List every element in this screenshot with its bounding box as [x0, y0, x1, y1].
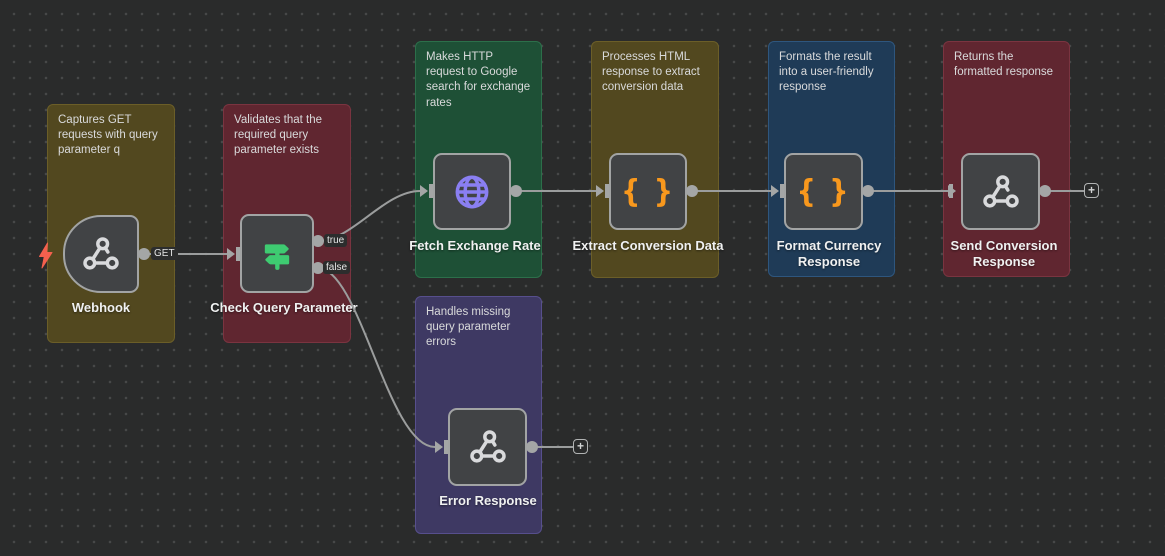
connection-label-get: GET	[151, 247, 178, 260]
output-dot-error[interactable]	[526, 441, 538, 453]
group-webhook[interactable]: Captures GET requests with query paramet…	[47, 104, 175, 343]
connection-label-true: true	[324, 234, 348, 247]
node-title-extract-conversion-data: Extract Conversion Data	[572, 238, 724, 253]
node-extract-conversion-data[interactable]: { }	[609, 153, 687, 230]
group-check-description: Validates that the required query parame…	[234, 114, 323, 157]
node-title-error-response: Error Response	[439, 493, 537, 508]
output-dot-check-true[interactable]	[312, 235, 324, 247]
node-send-conversion-response[interactable]	[961, 153, 1040, 230]
trigger-bolt-icon	[39, 242, 53, 269]
node-title-webhook: Webhook	[71, 300, 131, 315]
webhook-icon	[469, 430, 506, 463]
node-title-check-query-parameter: Check Query Parameter	[210, 300, 358, 315]
node-title-format-currency-response: Format Currency Response	[776, 238, 882, 270]
node-error-response[interactable]	[448, 408, 527, 486]
connection-label-false: false	[323, 261, 351, 274]
group-send-description: Returns the formatted response	[954, 51, 1054, 79]
connection-check-false-to-error[interactable]	[317, 267, 436, 448]
add-node-button-send[interactable]: +	[1084, 183, 1099, 198]
output-dot-format[interactable]	[862, 185, 874, 197]
output-dot-check-false[interactable]	[312, 262, 324, 274]
output-dot-fetch[interactable]	[510, 185, 522, 197]
group-error-description: Handles missing query parameter errors	[426, 306, 511, 349]
group-fetch-description: Makes HTTP request to Google search for …	[426, 51, 531, 109]
output-dot-webhook[interactable]	[138, 248, 150, 260]
input-arrow-error	[435, 440, 448, 454]
node-fetch-exchange-rate[interactable]	[433, 153, 511, 230]
output-dot-extract[interactable]	[686, 185, 698, 197]
webhook-icon	[83, 237, 119, 270]
braces-icon: { }	[796, 173, 851, 210]
group-format-description: Formats the result into a user-friendly …	[779, 51, 874, 94]
webhook-icon	[982, 174, 1019, 208]
globe-icon	[455, 175, 489, 208]
node-title-send-conversion-response: Send Conversion Response	[950, 238, 1058, 270]
input-arrow-extract	[596, 184, 609, 198]
signpost-icon	[264, 243, 290, 270]
input-arrow-format	[771, 184, 784, 198]
group-extract-description: Processes HTML response to extract conve…	[602, 51, 700, 94]
braces-icon: { }	[621, 173, 675, 210]
node-title-fetch-exchange-rate: Fetch Exchange Rate	[409, 238, 541, 253]
input-arrow-check	[227, 247, 240, 261]
input-arrow-send	[948, 184, 956, 198]
input-arrow-fetch	[420, 184, 433, 198]
add-node-button-error[interactable]: +	[573, 439, 588, 454]
group-webhook-description: Captures GET requests with query paramet…	[58, 114, 158, 157]
output-dot-send[interactable]	[1039, 185, 1051, 197]
node-check-query-parameter[interactable]	[240, 214, 314, 293]
node-format-currency-response[interactable]: { }	[784, 153, 863, 230]
